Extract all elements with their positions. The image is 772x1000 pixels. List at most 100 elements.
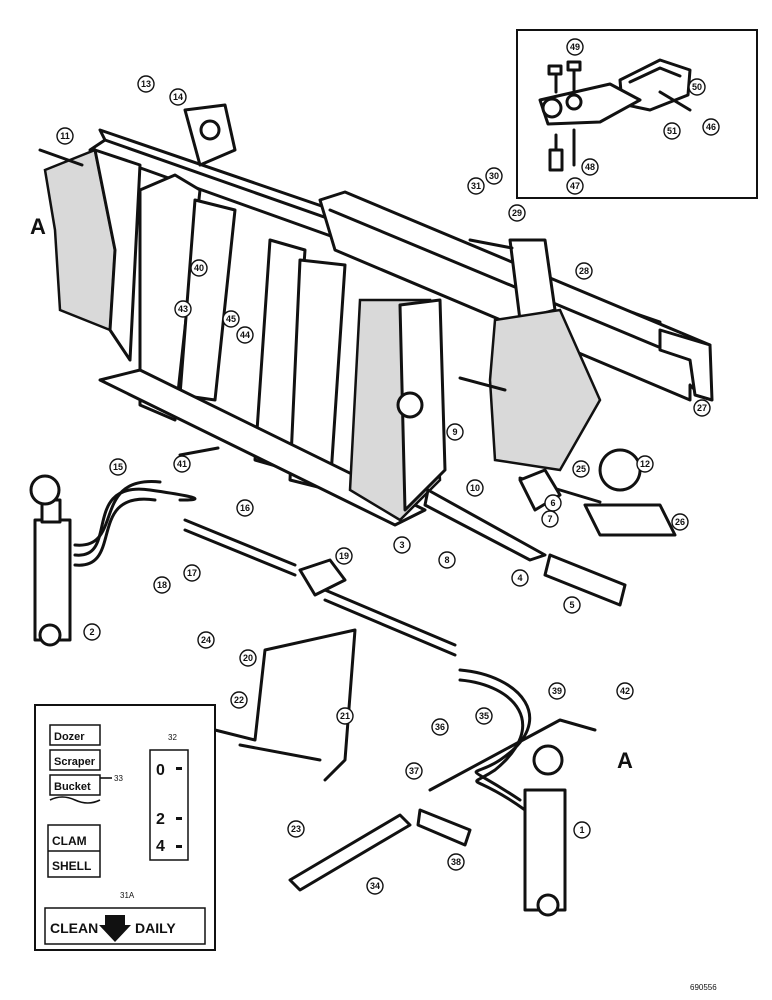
callout-11: 11: [56, 127, 74, 145]
svg-text:50: 50: [692, 82, 702, 92]
decal-clean: CLEAN: [50, 920, 98, 936]
callout-48: 48: [581, 158, 599, 176]
svg-text:16: 16: [240, 503, 250, 513]
svg-text:4: 4: [517, 573, 522, 583]
callout-47: 47: [566, 177, 584, 195]
clean-daily-ref: 31A: [120, 891, 135, 900]
svg-text:15: 15: [113, 462, 123, 472]
svg-text:5: 5: [569, 600, 574, 610]
svg-text:10: 10: [470, 483, 480, 493]
callout-1: 1: [573, 821, 591, 839]
svg-text:6: 6: [550, 498, 555, 508]
svg-text:43: 43: [178, 304, 188, 314]
svg-text:51: 51: [667, 126, 677, 136]
svg-text:2: 2: [89, 627, 94, 637]
callout-4: 4: [511, 569, 529, 587]
decal-panel: Dozer Scraper Bucket 33 32 0 2 4 CLAM SH…: [34, 704, 216, 951]
svg-text:38: 38: [451, 857, 461, 867]
callout-51: 51: [663, 122, 681, 140]
hydraulic-system: [29, 474, 597, 917]
callout-9: 9: [446, 423, 464, 441]
gauge-mark-4: 4: [156, 838, 165, 855]
callout-35: 35: [475, 707, 493, 725]
callout-23: 23: [287, 820, 305, 838]
callout-19: 19: [335, 547, 353, 565]
svg-text:29: 29: [512, 208, 522, 218]
callout-20: 20: [239, 649, 257, 667]
svg-text:41: 41: [177, 459, 187, 469]
svg-text:26: 26: [675, 517, 685, 527]
callout-25: 25: [572, 460, 590, 478]
svg-text:19: 19: [339, 551, 349, 561]
svg-text:35: 35: [479, 711, 489, 721]
callout-5: 5: [563, 596, 581, 614]
callout-36: 36: [431, 718, 449, 736]
callout-21: 21: [336, 707, 354, 725]
svg-text:37: 37: [409, 766, 419, 776]
svg-text:18: 18: [157, 580, 167, 590]
callout-14: 14: [169, 88, 187, 106]
callout-2: 2: [83, 623, 101, 641]
svg-text:12: 12: [640, 459, 650, 469]
callout-45: 45: [222, 310, 240, 328]
svg-text:40: 40: [194, 263, 204, 273]
svg-text:47: 47: [570, 181, 580, 191]
callout-26: 26: [671, 513, 689, 531]
callout-30: 30: [485, 167, 503, 185]
callout-6: 6: [544, 494, 562, 512]
svg-text:48: 48: [585, 162, 595, 172]
down-arrow-icon: [99, 915, 131, 942]
svg-text:13: 13: [141, 79, 151, 89]
svg-text:14: 14: [173, 92, 183, 102]
callout-layer: 1234567891011121314151617181920212223242…: [56, 38, 720, 895]
callout-8: 8: [438, 551, 456, 569]
svg-text:17: 17: [187, 568, 197, 578]
svg-text:34: 34: [370, 881, 380, 891]
svg-text:49: 49: [570, 42, 580, 52]
cutting-edges: [423, 448, 677, 607]
svg-text:30: 30: [489, 171, 499, 181]
decal-dozer-ref: 33: [114, 774, 123, 783]
decal-scraper: Scraper: [54, 756, 96, 768]
svg-text:9: 9: [452, 427, 457, 437]
svg-text:42: 42: [620, 686, 630, 696]
svg-text:45: 45: [226, 314, 236, 324]
callout-38: 38: [447, 853, 465, 871]
callout-24: 24: [197, 631, 215, 649]
callout-17: 17: [183, 564, 201, 582]
callout-28: 28: [575, 262, 593, 280]
callout-44: 44: [236, 326, 254, 344]
gauge-mark-0: 0: [156, 762, 165, 779]
callout-15: 15: [109, 458, 127, 476]
svg-text:25: 25: [576, 464, 586, 474]
gauge-ref: 32: [168, 733, 177, 742]
gauge-mark-2: 2: [156, 811, 165, 828]
svg-text:24: 24: [201, 635, 211, 645]
svg-text:23: 23: [291, 824, 301, 834]
svg-text:22: 22: [234, 695, 244, 705]
callout-50: 50: [688, 78, 706, 96]
callout-29: 29: [508, 204, 526, 222]
callout-22: 22: [230, 691, 248, 709]
callout-43: 43: [174, 300, 192, 318]
callout-46: 46: [702, 118, 720, 136]
callout-41: 41: [173, 455, 191, 473]
callout-10: 10: [466, 479, 484, 497]
svg-text:7: 7: [547, 514, 552, 524]
section-marker-a-right: A: [617, 748, 633, 773]
decal-shell: SHELL: [52, 859, 91, 873]
svg-text:44: 44: [240, 330, 250, 340]
callout-37: 37: [405, 762, 423, 780]
svg-text:27: 27: [697, 403, 707, 413]
decal-clam: CLAM: [52, 834, 87, 848]
callout-40: 40: [190, 259, 208, 277]
callout-42: 42: [616, 682, 634, 700]
callout-34: 34: [366, 877, 384, 895]
svg-text:39: 39: [552, 686, 562, 696]
section-marker-a-left: A: [30, 214, 46, 239]
callout-31: 31: [467, 177, 485, 195]
svg-text:8: 8: [444, 555, 449, 565]
svg-text:46: 46: [706, 122, 716, 132]
callout-7: 7: [541, 510, 559, 528]
